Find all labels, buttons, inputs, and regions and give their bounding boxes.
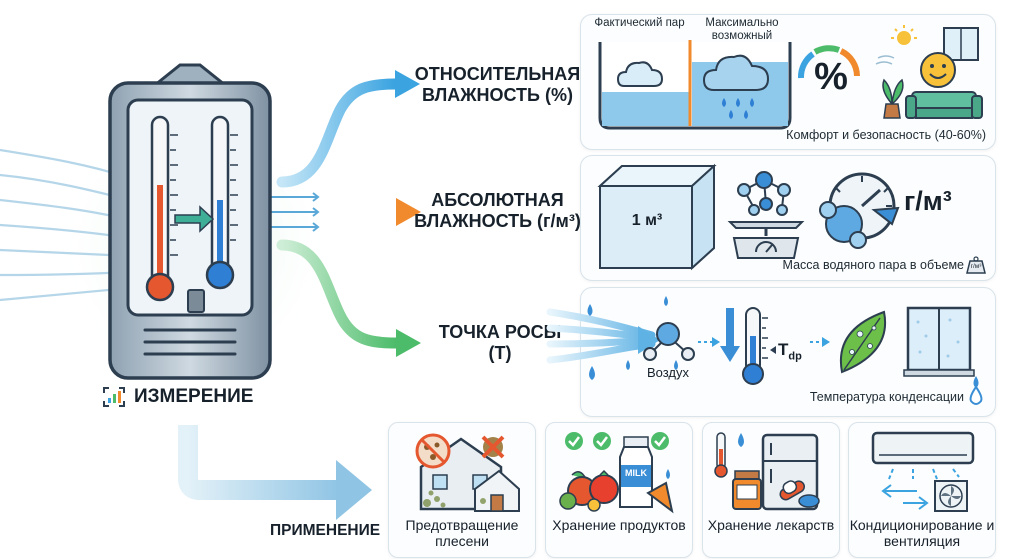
orange-arrow-head: [396, 198, 421, 226]
application-arrow: [178, 425, 340, 500]
cube-icon: [597, 163, 717, 271]
vapor-container-icon: [598, 40, 792, 130]
dew-point-caption: Температура конденсации: [809, 390, 964, 404]
weight-badge-icon: г/м³: [966, 256, 986, 274]
measurement-label: ИЗМЕРЕНИЕ: [102, 386, 253, 408]
measurement-text: ИЗМЕРЕНИЕ: [134, 386, 254, 407]
application-arrow-head: [336, 460, 372, 520]
green-arrow-head: [396, 329, 421, 357]
food-storage-icon: [559, 432, 674, 514]
device-vents: [143, 328, 237, 356]
relative-humidity-caption: Комфорт и безопасность (40-60%): [786, 128, 986, 142]
leaf-dew-icon: [839, 310, 887, 374]
dew-point-graphics: [546, 296, 979, 388]
cube-label: 1 м³: [631, 212, 663, 229]
blue-arrow: [276, 78, 401, 188]
thermometer-blue-icon: [205, 115, 238, 290]
app-card-medicine: Хранение лекарств: [702, 422, 840, 558]
device-arrow-icon: [174, 205, 215, 233]
device-knob: [187, 289, 205, 313]
app-label-mold: Предотвращение плесени: [405, 517, 519, 550]
temperature-down-arrow: [720, 308, 740, 362]
percent-gauge-icon: [798, 45, 860, 79]
app-card-food: MILK Хранение продуктов: [545, 422, 693, 558]
tdp-letter: T: [778, 340, 789, 359]
app-card-mold: Предотвращение плесени: [388, 422, 536, 558]
app-label-medicine: Хранение лекарств: [707, 517, 835, 533]
measurement-gauge-icon: [819, 172, 900, 249]
caption-drop-icon: [969, 385, 983, 405]
max-possible-label: Максимально возможный: [705, 17, 779, 42]
absolute-humidity-title: АБСОЛЮТНАЯ ВЛАЖНОСТЬ (г/м³): [414, 190, 581, 231]
app-label-hvac: Кондиционирование и вентиляция: [849, 517, 995, 550]
actual-vapor-label: Фактический пар: [594, 17, 685, 29]
hygrometer-device: [108, 63, 272, 380]
air-label: Воздух: [646, 365, 689, 380]
scale-molecule-icon: [727, 171, 805, 259]
weight-shape: [966, 256, 986, 274]
medicine-storage-icon: [714, 432, 820, 511]
dew-thermometer-icon: [742, 307, 776, 385]
tdp-subscript: dp: [788, 350, 802, 363]
mold-cross-icon: [481, 435, 505, 459]
mold-house-icon: [415, 433, 520, 512]
thermometer-red-icon: [145, 115, 178, 302]
air-conditioner-icon: [871, 431, 975, 512]
dew-point-title: ТОЧКА РОСЫ (Т): [438, 322, 562, 363]
relative-humidity-title: ОТНОСИТЕЛЬНАЯ ВЛАЖНОСТЬ (%): [414, 64, 581, 105]
water-molecule-icon: [643, 322, 695, 361]
weight-badge-text: г/м³: [970, 263, 982, 270]
absolute-humidity-caption: Масса водяного пара в объеме: [782, 258, 964, 272]
percent-symbol: %: [814, 56, 848, 98]
water-drops: [587, 296, 678, 380]
tdp-label: Tdp: [778, 340, 802, 362]
comfort-room-icon: [875, 25, 983, 119]
chart-frame-icon: [103, 387, 125, 407]
milk-label: MILK: [625, 468, 647, 478]
application-text: ПРИМЕНЕНИЕ: [270, 522, 381, 539]
blue-arrow-head: [395, 70, 420, 98]
absolute-unit-label: г/м³: [904, 186, 952, 216]
app-card-hvac: Кондиционирование и вентиляция: [848, 422, 996, 558]
pill-icon: [779, 480, 805, 501]
air-wedge-icon: [546, 308, 660, 364]
check-icons: [565, 432, 669, 450]
app-label-food: Хранение продуктов: [552, 517, 686, 533]
green-arrow: [276, 239, 402, 349]
foggy-window-icon: [903, 306, 979, 388]
